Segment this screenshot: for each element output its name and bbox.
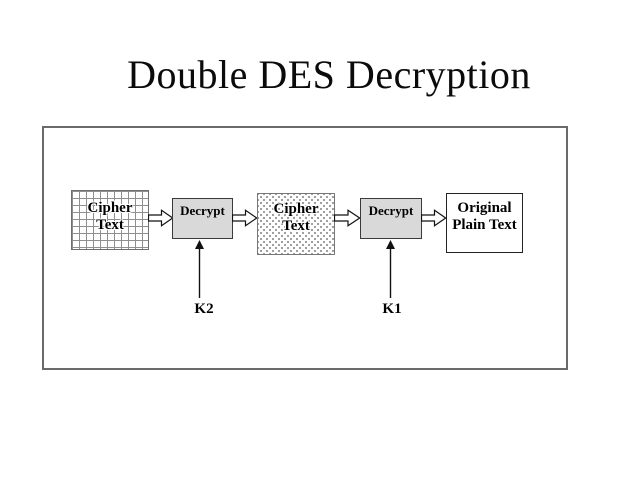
box-label-line: Text [282, 218, 310, 234]
block-arrow-icon [231, 209, 258, 232]
key-label-k1: K1 [382, 301, 402, 317]
decrypt-box-2: Decrypt [360, 198, 422, 239]
box-label-line: Decrypt [368, 203, 414, 218]
decrypt-box-1: Decrypt [172, 198, 233, 239]
box-label-line: Cipher [273, 201, 319, 217]
ciphertext-box-2: Cipher Text [257, 193, 335, 255]
box-label-line: Original [457, 200, 512, 216]
key-arrow-icon-k1 [384, 240, 397, 303]
block-arrow-icon [333, 209, 361, 232]
key-arrow-icon-k2 [193, 240, 206, 303]
ciphertext-box-1: Cipher Text [71, 190, 149, 250]
box-label-line: Text [96, 217, 124, 233]
box-label-line: Plain Text [452, 217, 517, 233]
block-arrow-icon [420, 209, 447, 232]
slide-title: Double DES Decryption [127, 52, 531, 97]
box-label-line: Cipher [87, 200, 133, 216]
key-label-k2: K2 [194, 301, 214, 317]
block-arrow-icon [147, 209, 174, 232]
plaintext-box: Original Plain Text [446, 193, 523, 253]
box-label-line: Decrypt [180, 203, 225, 218]
